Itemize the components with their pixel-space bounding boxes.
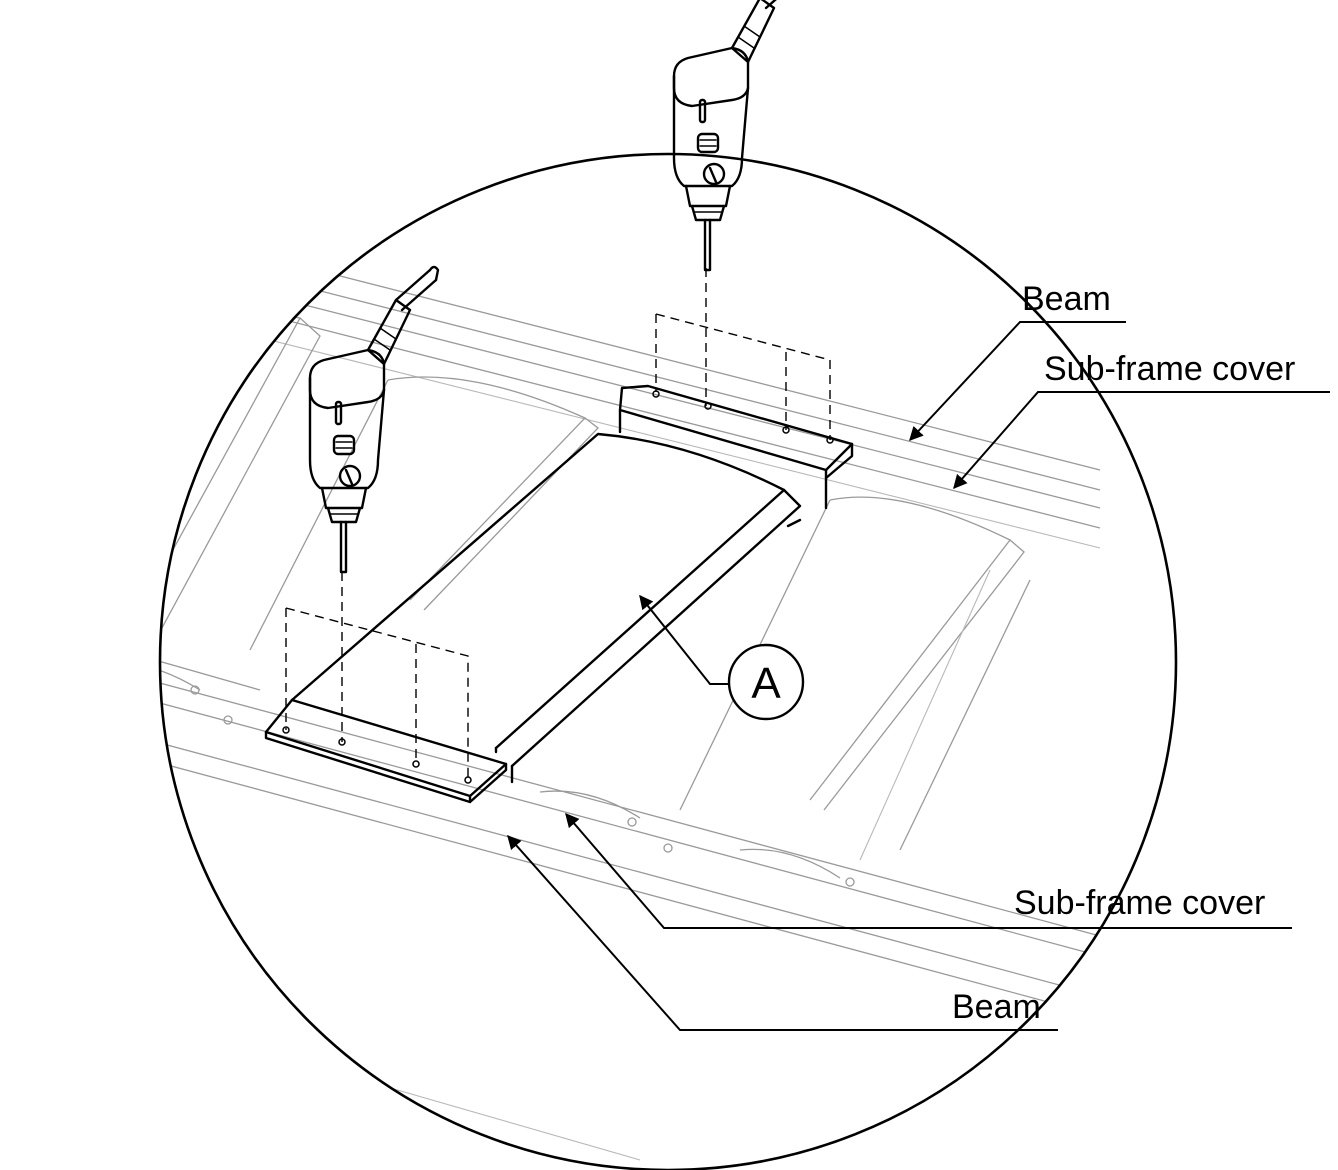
upper-bracket (618, 384, 854, 510)
callout-a: A (639, 594, 805, 721)
cover-profile-a (290, 432, 802, 784)
leader-lines (507, 321, 1330, 1031)
beam-label-bottom: Beam (952, 988, 1041, 1026)
power-drill-icon (308, 265, 440, 574)
callout-a-label: A (751, 659, 781, 708)
power-drill-icon (672, 0, 804, 272)
magnifier-circle (158, 152, 1178, 1170)
beam-label-top: Beam (1022, 280, 1111, 318)
upper-drill-guides (655, 268, 831, 440)
subframe-cover-label-top: Sub-frame cover (1044, 350, 1295, 388)
lower-drill-guides (285, 572, 469, 780)
subframe-cover-label-bottom: Sub-frame cover (1014, 884, 1265, 922)
